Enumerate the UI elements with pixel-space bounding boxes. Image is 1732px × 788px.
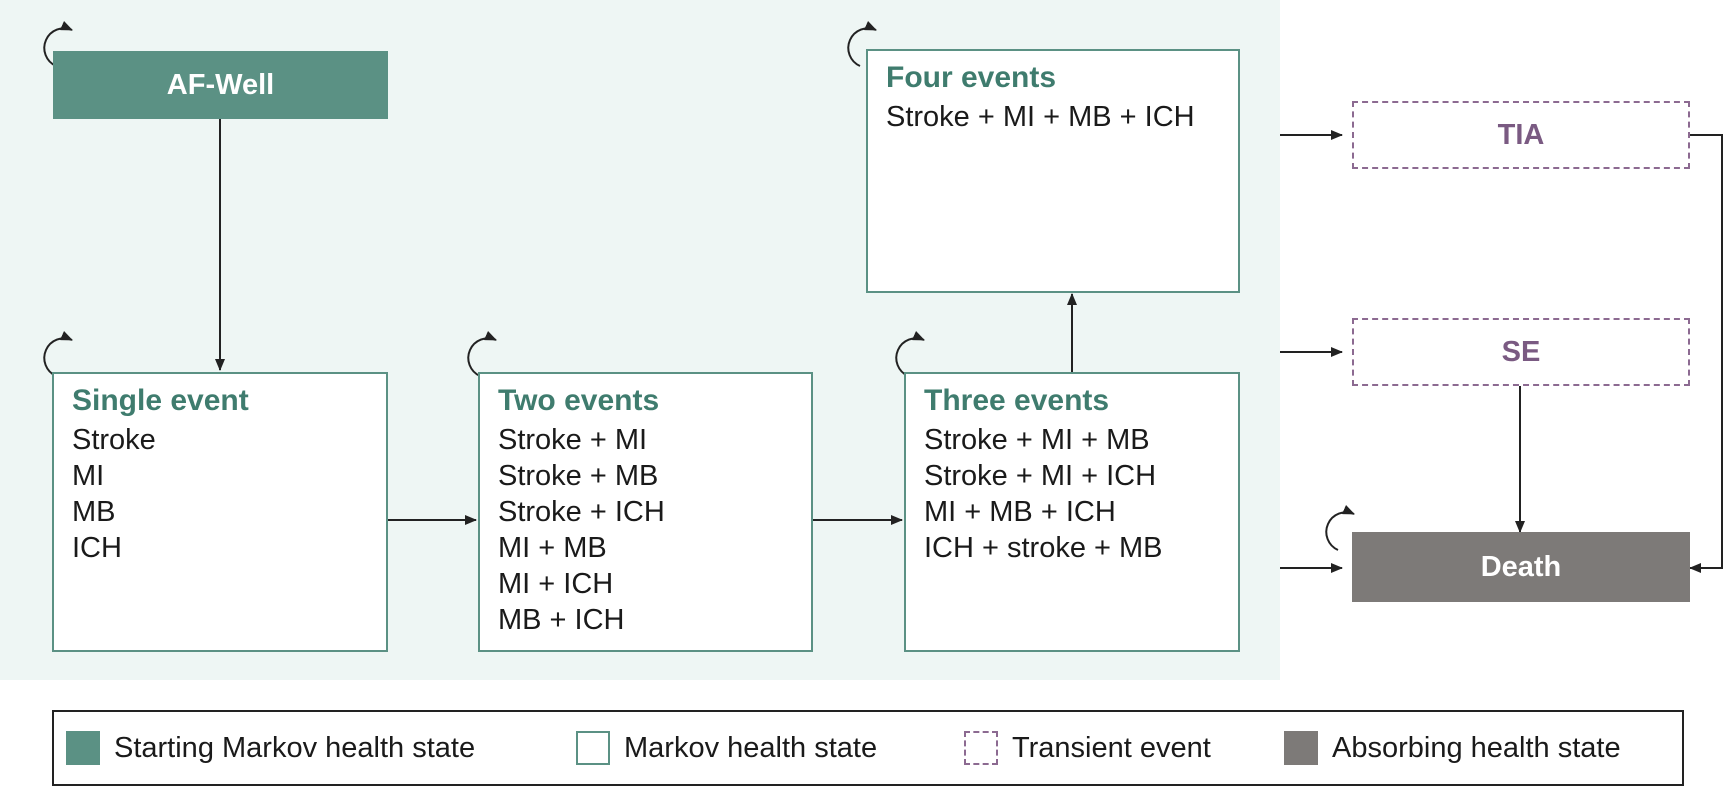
legend-label-transient: Transient event [1012, 731, 1211, 764]
self-loop-three [895, 330, 925, 377]
list-item: MB [72, 496, 116, 528]
list-item: Stroke + MI + MB [924, 424, 1150, 456]
event-se-label: SE [1501, 335, 1541, 368]
legend-swatch-markov [576, 731, 610, 765]
state-single-event-title: Single event [72, 384, 249, 417]
legend: Starting Markov health state Markov heal… [52, 710, 1684, 786]
self-loop-two [467, 330, 497, 377]
state-af-well-label: AF-Well [166, 68, 275, 101]
legend-item-starting: Starting Markov health state [66, 712, 475, 784]
legend-swatch-starting [66, 731, 100, 765]
state-two-events: Two events Stroke + MI Stroke + MB Strok… [478, 372, 813, 652]
legend-item-absorbing: Absorbing health state [1284, 712, 1621, 784]
event-tia: TIA [1352, 101, 1690, 169]
legend-label-absorbing: Absorbing health state [1332, 731, 1621, 764]
list-item: MI + MB [498, 532, 607, 564]
list-item: Stroke + MI + ICH [924, 460, 1157, 492]
self-loop-four [847, 20, 877, 67]
legend-swatch-absorbing [1284, 731, 1318, 765]
list-item: ICH + stroke + MB [924, 532, 1163, 564]
arrow-tia-to-death [1689, 134, 1723, 573]
list-item: MI + ICH [498, 568, 614, 600]
state-single-event: Single event Stroke MI MB ICH [52, 372, 388, 652]
state-four-events: Four events Stroke + MI + MB + ICH [866, 49, 1240, 293]
state-af-well: AF-Well [53, 51, 388, 119]
list-item: MI + MB + ICH [924, 496, 1116, 528]
self-loop-start [43, 20, 73, 67]
state-death-label: Death [1480, 550, 1562, 583]
state-two-events-title: Two events [498, 384, 660, 417]
list-item: Stroke + MI [498, 424, 648, 456]
list-item: Stroke + ICH [498, 496, 665, 528]
list-item: Stroke [72, 424, 156, 456]
state-three-events: Three events Stroke + MI + MB Stroke + M… [904, 372, 1240, 652]
state-three-events-title: Three events [924, 384, 1110, 417]
legend-item-transient: Transient event [964, 712, 1211, 784]
self-loop-single [43, 330, 73, 377]
state-death: Death [1352, 532, 1690, 602]
list-item: Stroke + MI + MB + ICH [886, 101, 1195, 133]
state-four-events-title: Four events [886, 61, 1057, 94]
list-item: Stroke + MB [498, 460, 659, 492]
list-item: ICH [72, 532, 122, 564]
list-item: MB + ICH [498, 604, 625, 636]
legend-label-starting: Starting Markov health state [114, 731, 476, 764]
legend-item-markov: Markov health state [576, 712, 877, 784]
self-loop-death [1325, 504, 1355, 551]
event-tia-label: TIA [1497, 118, 1545, 151]
list-item: MI [72, 460, 105, 492]
event-se: SE [1352, 318, 1690, 386]
legend-label-markov: Markov health state [624, 731, 878, 764]
legend-swatch-transient [964, 731, 998, 765]
